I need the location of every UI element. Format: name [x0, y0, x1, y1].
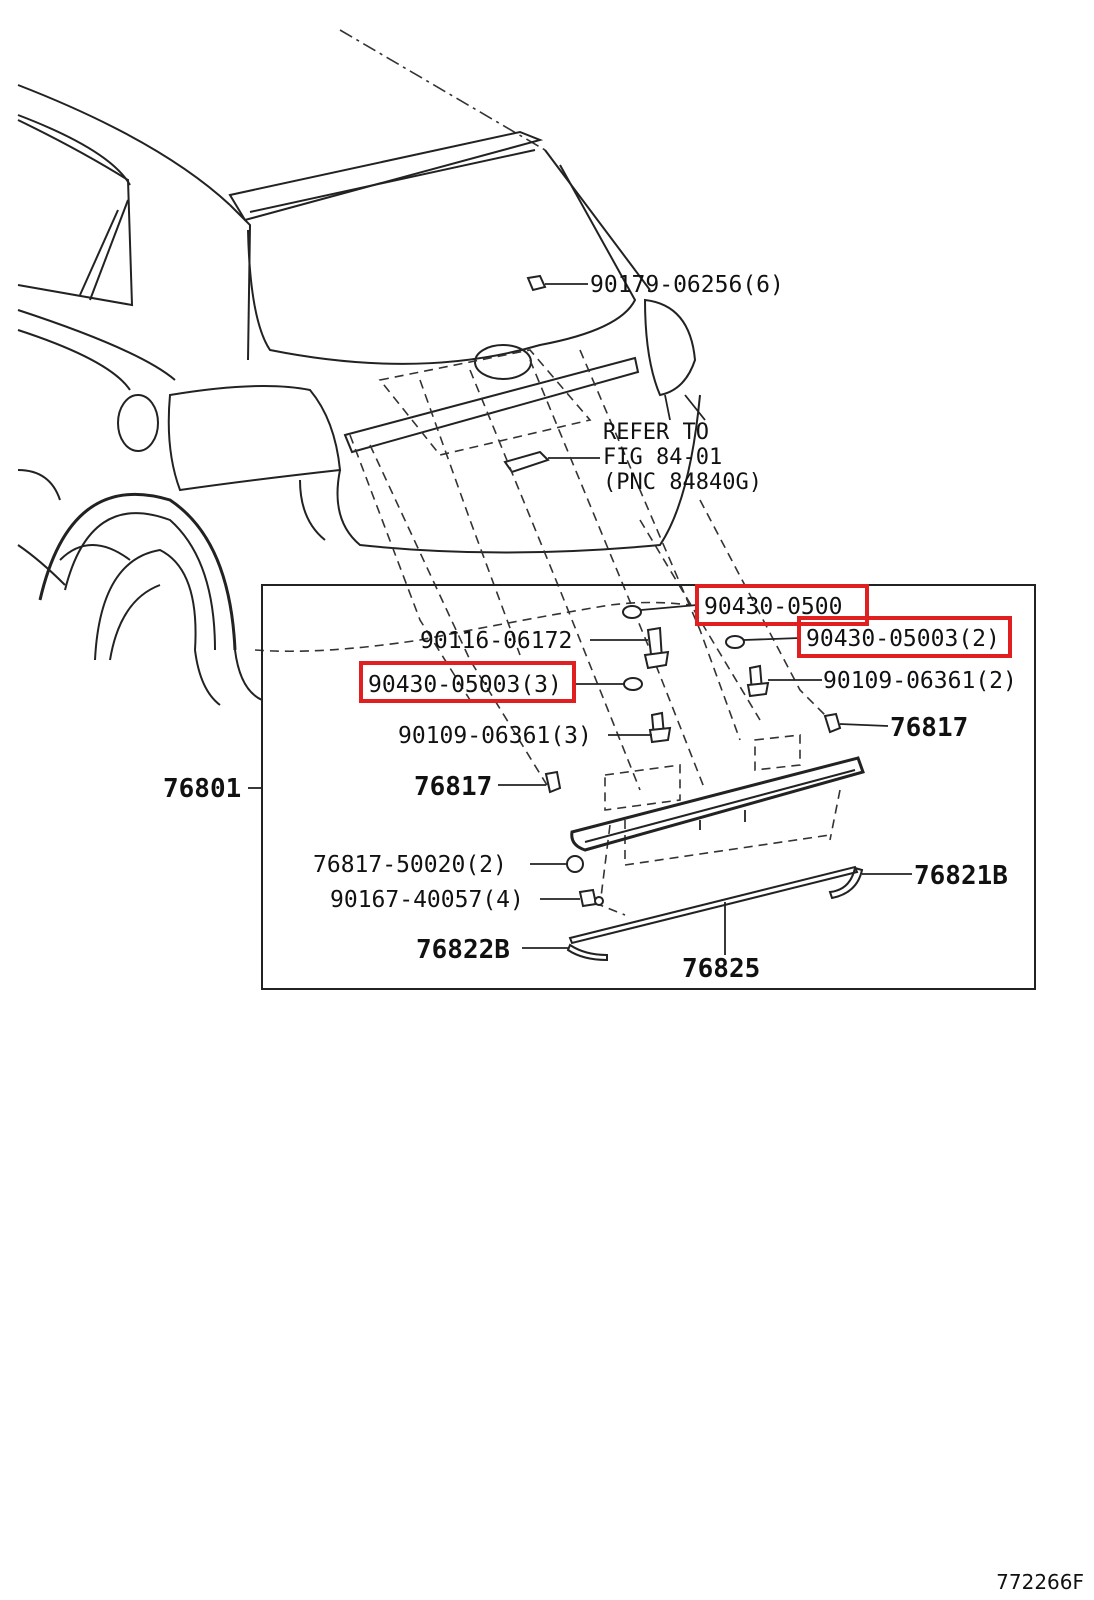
callout-assembly: 76801 [163, 774, 241, 804]
end-cap-left-part [522, 943, 608, 962]
assembly-frame [261, 584, 1036, 990]
callout-washer-left: 90430-05003(3) [368, 672, 562, 698]
callout-washer-top: 90430-0500 [704, 594, 842, 620]
callout-screw-left: 90109-06361(3) [398, 723, 592, 749]
callout-clip-left: 76817 [414, 772, 492, 802]
callout-screw-upper: 90116-06172 [420, 628, 572, 654]
license-lamp-part [503, 450, 600, 474]
figure-number: 772266F [996, 1570, 1084, 1594]
callout-molding: 76825 [682, 954, 760, 984]
callout-clip-upper: 90179-06256(6) [590, 272, 784, 298]
callout-clip-right: 76817 [890, 713, 968, 743]
nut-part [540, 888, 604, 908]
callout-clip-kit: 76817-50020(2) [313, 852, 507, 878]
callout-end-right: 76821B [914, 861, 1008, 891]
callout-refer-line2: FIG 84-01 [603, 445, 722, 470]
vehicle-rear-outline [17, 29, 701, 706]
clip-part [498, 770, 562, 794]
callout-refer-line3: (PNC 84840G) [603, 470, 762, 495]
washer-part [623, 677, 643, 691]
callout-end-left: 76822B [416, 935, 510, 965]
screw-part [746, 664, 822, 698]
callout-screw-right: 90109-06361(2) [823, 668, 1017, 694]
clip-kit-part [566, 855, 584, 873]
upper-clip-part [526, 274, 588, 292]
back-door-garnish-part [570, 756, 865, 852]
highlight-box-washer-right [797, 616, 1012, 658]
end-cap-right-part [828, 866, 912, 900]
projection-lines [254, 349, 841, 916]
callout-refer-line1: REFER TO [603, 420, 709, 445]
callout-nut: 90167-40057(4) [330, 887, 524, 913]
molding-part [568, 865, 859, 955]
clip-part [823, 712, 889, 734]
screw-part [608, 711, 672, 744]
washer-part [725, 635, 745, 649]
callout-washer-right: 90430-05003(2) [806, 626, 1000, 652]
highlight-box-washer-top [695, 584, 869, 626]
washer-part [622, 605, 642, 619]
screw-part [590, 626, 670, 670]
highlight-box-washer-left [359, 661, 576, 703]
